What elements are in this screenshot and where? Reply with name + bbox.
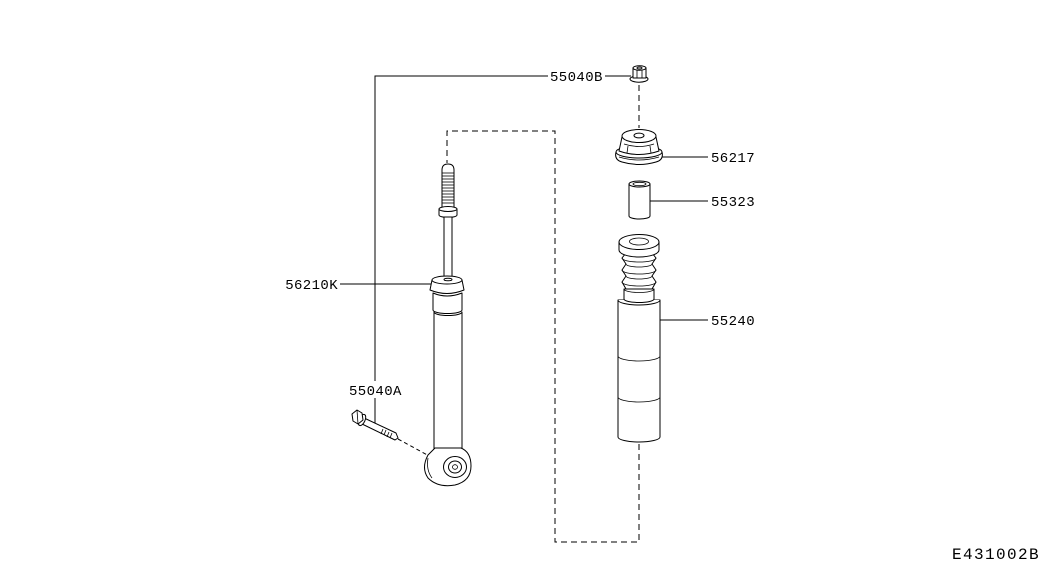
assembly-line-main [446, 130, 640, 543]
nut-part [629, 65, 649, 83]
leader-lines [340, 75, 708, 424]
shock-absorber-part [424, 163, 472, 487]
part-labels: 55040B 56217 55323 55240 56210K 55040A [285, 70, 755, 400]
label-55040a: 55040A [349, 384, 402, 400]
upper-rubber-part [615, 129, 663, 165]
leader-55040b [374, 75, 548, 381]
assembly-paths [397, 85, 640, 543]
assembly-line-bolt [397, 438, 432, 458]
label-55040b: 55040B [550, 70, 603, 86]
label-55240: 55240 [711, 314, 755, 330]
sleeve-part [628, 180, 651, 220]
bumper-cover-part [617, 234, 661, 443]
bolt-part [351, 409, 399, 441]
diagram-code: E431002B [952, 546, 1040, 564]
label-56210k: 56210K [285, 278, 338, 294]
label-55323: 55323 [711, 195, 755, 211]
label-56217: 56217 [711, 151, 755, 167]
